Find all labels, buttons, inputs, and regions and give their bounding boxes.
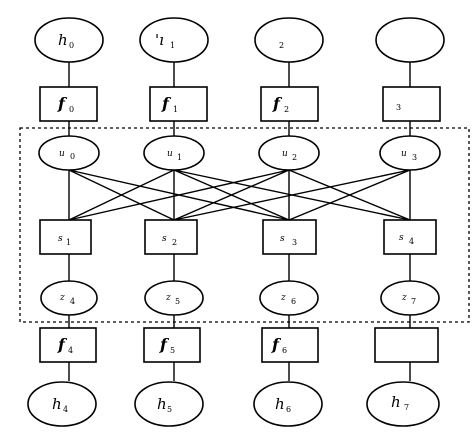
node-s1-symbol: s bbox=[58, 234, 63, 244]
node-h6-subscript: 6 bbox=[286, 405, 291, 414]
node-f5-symbol: f bbox=[159, 335, 170, 354]
node-h7-symbol: h bbox=[391, 393, 401, 411]
node-u3-symbol: u bbox=[401, 149, 407, 159]
node-h5-subscript: 5 bbox=[167, 405, 172, 414]
node-z6: z 6 bbox=[259, 280, 319, 316]
dashed-group-frame bbox=[19, 127, 470, 323]
node-f0-subscript: 0 bbox=[69, 105, 74, 114]
node-u0: u 0 bbox=[38, 135, 100, 171]
node-h6-symbol: h bbox=[275, 395, 285, 413]
node-u1-symbol: u bbox=[167, 149, 173, 159]
node-h7-subscript: 7 bbox=[404, 403, 409, 412]
node-f0: f 0 bbox=[39, 86, 98, 122]
node-f5-subscript: 5 bbox=[170, 346, 175, 355]
node-s3: s 3 bbox=[262, 219, 317, 255]
node-f1: f 1 bbox=[149, 86, 208, 122]
node-u2-subscript: 2 bbox=[292, 153, 297, 162]
node-s2-subscript: 2 bbox=[172, 238, 177, 247]
node-f1-subscript: 1 bbox=[173, 105, 178, 114]
node-h4: h 4 bbox=[27, 381, 97, 427]
node-u3: u 3 bbox=[379, 135, 441, 171]
node-h5: h 5 bbox=[134, 381, 204, 427]
node-f0-symbol: f bbox=[57, 94, 68, 113]
node-z7-subscript: 7 bbox=[411, 297, 416, 306]
node-z4-symbol: z bbox=[59, 293, 65, 303]
node-h3 bbox=[375, 17, 445, 63]
edge-u3-s3 bbox=[288, 169, 411, 221]
node-h4-subscript: 4 bbox=[63, 405, 68, 414]
node-s3-subscript: 3 bbox=[292, 238, 297, 247]
node-f2: f 2 bbox=[260, 86, 319, 122]
node-h6: h 6 bbox=[253, 381, 323, 427]
node-f5: f 5 bbox=[143, 327, 201, 363]
node-z5-subscript: 5 bbox=[175, 297, 180, 306]
node-u2: u 2 bbox=[258, 135, 320, 171]
node-h0-subscript: 0 bbox=[69, 41, 74, 50]
node-h2-subscript: 2 bbox=[279, 41, 284, 50]
node-f3-subscript: 3 bbox=[396, 103, 401, 112]
node-h0: h 0 bbox=[34, 17, 104, 63]
node-z5-symbol: z bbox=[165, 293, 171, 303]
node-h5-symbol: h bbox=[157, 395, 167, 413]
node-h2: 2 bbox=[254, 17, 324, 63]
node-f4-symbol: f bbox=[57, 335, 68, 354]
node-s1: s 1 bbox=[39, 219, 92, 255]
node-s1-subscript: 1 bbox=[66, 238, 71, 247]
edge-u3-s2 bbox=[173, 169, 411, 221]
node-h4-symbol: h bbox=[52, 395, 62, 413]
edge-u1-s1 bbox=[68, 169, 175, 221]
node-z6-symbol: z bbox=[280, 293, 286, 303]
node-f7 bbox=[374, 327, 439, 363]
node-u0-symbol: u bbox=[59, 149, 65, 159]
node-u0-subscript: 0 bbox=[70, 152, 75, 161]
edge-u2-s2 bbox=[173, 169, 290, 221]
node-h7: h 7 bbox=[366, 381, 440, 427]
node-h1: 'ı 1 bbox=[139, 17, 209, 63]
node-s4: s 4 bbox=[383, 219, 437, 255]
node-f6: f 6 bbox=[261, 327, 319, 363]
node-f1-symbol: f bbox=[161, 94, 172, 113]
node-f2-subscript: 2 bbox=[284, 105, 289, 114]
node-u2-symbol: u bbox=[282, 149, 288, 159]
node-h0-symbol: h bbox=[58, 31, 68, 49]
node-z7-symbol: z bbox=[401, 293, 407, 303]
node-h1-symbol: 'ı bbox=[155, 31, 164, 49]
node-f6-subscript: 6 bbox=[282, 346, 287, 355]
node-f4: f 4 bbox=[39, 327, 97, 363]
node-s4-symbol: s bbox=[399, 233, 404, 243]
node-z4-subscript: 4 bbox=[70, 297, 75, 306]
node-s2: s 2 bbox=[144, 219, 198, 255]
node-f6-symbol: f bbox=[271, 335, 282, 354]
node-u1-subscript: 1 bbox=[177, 153, 182, 162]
cross-edges bbox=[68, 169, 411, 221]
node-s4-subscript: 4 bbox=[409, 237, 414, 246]
node-z6-subscript: 6 bbox=[291, 297, 296, 306]
node-f4-subscript: 4 bbox=[68, 346, 73, 355]
node-f2-symbol: f bbox=[272, 94, 283, 113]
node-f3: 3 bbox=[382, 86, 441, 122]
node-z5: z 5 bbox=[144, 280, 204, 316]
node-h1-subscript: 1 bbox=[170, 41, 175, 50]
edge-u2-s1 bbox=[68, 169, 290, 221]
node-u3-subscript: 3 bbox=[412, 153, 417, 162]
node-z7: z 7 bbox=[380, 280, 440, 316]
node-z4: z 4 bbox=[40, 280, 98, 316]
node-s2-symbol: s bbox=[162, 234, 167, 244]
node-s3-symbol: s bbox=[280, 234, 285, 244]
vertical-edges bbox=[68, 62, 411, 381]
node-u1: u 1 bbox=[143, 135, 205, 171]
